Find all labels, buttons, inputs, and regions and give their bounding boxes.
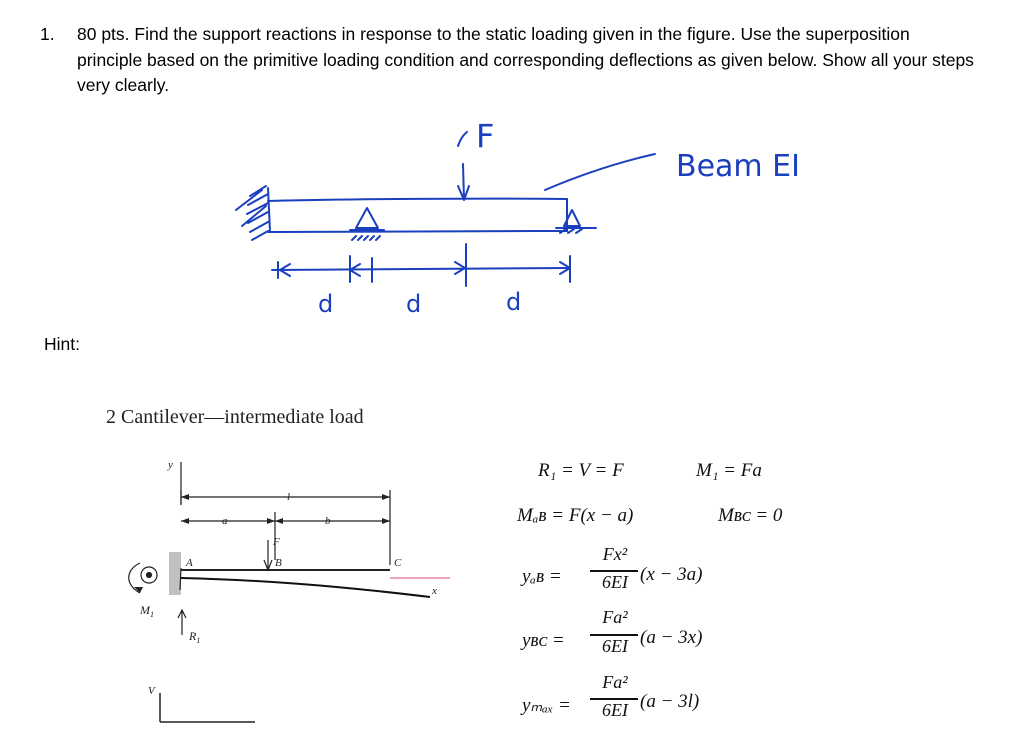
diagram-label-B: B — [275, 557, 282, 569]
dimension-line — [271, 267, 571, 271]
diagram-label-R1: R1 — [188, 629, 200, 645]
problem-text: 80 pts. Find the support reactions in re… — [77, 24, 974, 95]
eq-ybc-den: 6EI — [602, 636, 628, 656]
diagram-label-C: C — [394, 557, 402, 569]
diagram-label-V: V — [148, 685, 156, 697]
eq-yab-den: 6EI — [602, 572, 628, 592]
diagram-label-F: F — [272, 536, 280, 548]
eq-ymax-rest: (a − 3l) — [640, 691, 700, 712]
pin-support-1 — [349, 207, 385, 231]
case-title: 2 Cantilever—intermediate load — [106, 406, 364, 428]
eq-ybc-rest: (a − 3x) — [640, 627, 703, 648]
eq-reactions: R₁ = V = F — [538, 460, 624, 481]
eq-yab-rest: (x − 3a) — [640, 564, 703, 585]
fixed-wall — [267, 187, 271, 233]
eq-ymax-num: Fa² — [602, 672, 628, 692]
eq-moment-support: M₁ = Fa — [696, 460, 762, 481]
eq-ymax-lhs: yₘₐₓ = — [522, 695, 571, 716]
beam-top — [267, 197, 568, 202]
diagram-label-a: a — [222, 515, 228, 527]
diagram-label-M1: M1 — [139, 603, 154, 619]
eq-ybc-num: Fa² — [602, 607, 628, 627]
beam-label: Beam EI — [676, 149, 800, 184]
pin-support-2 — [555, 209, 597, 229]
eq-yab-lhs: yₐʙ = — [522, 566, 562, 587]
beam-bottom — [267, 230, 568, 233]
spacing-label-3: d — [506, 288, 521, 316]
eq-moment-ab: Mₐʙ = F(x − a) — [517, 505, 634, 526]
diagram-label-A: A — [185, 557, 193, 569]
diagram-label-y: y — [167, 459, 173, 471]
diagram-label-x: x — [431, 585, 437, 597]
force-arrow — [457, 163, 470, 201]
spacing-label-2: d — [406, 290, 421, 318]
spacing-label-1: d — [318, 290, 333, 318]
eq-ymax-den: 6EI — [602, 700, 628, 720]
eq-moment-bc: Mʙᴄ = 0 — [718, 505, 783, 526]
problem-number: 1. — [40, 24, 55, 44]
diagram-label-l: l — [287, 491, 290, 503]
eq-ybc-lhs: yʙᴄ = — [522, 630, 565, 651]
hint-label: Hint: — [44, 334, 80, 354]
load-label: F — [476, 117, 494, 155]
eq-yab-num: Fx² — [602, 544, 628, 564]
diagram-label-b: b — [325, 515, 331, 527]
